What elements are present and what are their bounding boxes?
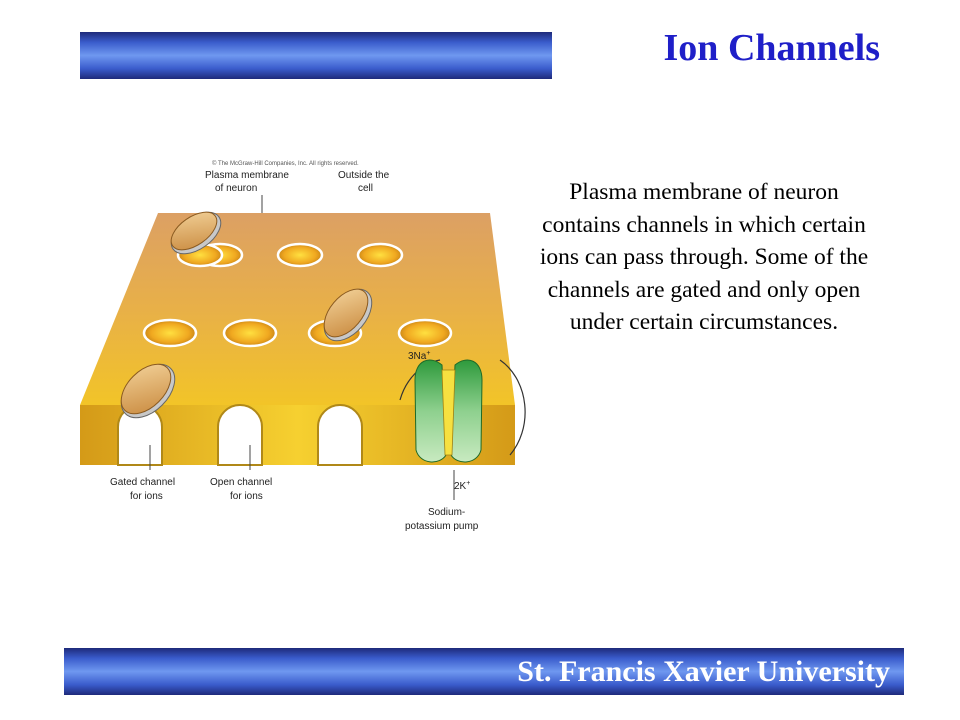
gate-lid-3 bbox=[120, 363, 176, 419]
footer-bar: St. Francis Xavier University bbox=[64, 648, 904, 695]
channel-pore bbox=[142, 318, 198, 348]
gate-lid-2 bbox=[323, 288, 373, 342]
label-open-channel-2: for ions bbox=[230, 491, 263, 502]
label-potassium-ions: 2K+ bbox=[454, 480, 470, 492]
footer-university: St. Francis Xavier University bbox=[517, 655, 890, 688]
label-outside-cell-1: Outside the bbox=[338, 170, 390, 181]
channel-pore bbox=[222, 318, 278, 348]
channel-opening-3 bbox=[317, 404, 363, 466]
label-plasma-membrane-1: Plasma membrane bbox=[205, 170, 289, 181]
header-bar bbox=[80, 32, 552, 79]
slide-title: Ion Channels bbox=[663, 27, 880, 69]
label-sodium-ions: 3Na+ bbox=[408, 350, 430, 362]
slide-body-text: Plasma membrane of neuron contains chann… bbox=[539, 179, 869, 335]
label-pump-1: Sodium- bbox=[428, 507, 465, 518]
label-open-channel-1: Open channel bbox=[210, 477, 272, 488]
label-gated-channel-2: for ions bbox=[130, 491, 163, 502]
copyright-text: © The McGraw-Hill Companies, Inc. All ri… bbox=[212, 160, 359, 167]
label-gated-channel-1: Gated channel bbox=[110, 477, 175, 488]
sodium-potassium-pump bbox=[399, 359, 526, 463]
label-pump-2: potassium pump bbox=[405, 521, 479, 532]
ion-channel-figure: © The McGraw-Hill Companies, Inc. All ri… bbox=[70, 155, 530, 545]
channel-pore bbox=[397, 318, 453, 348]
membrane-diagram: © The McGraw-Hill Companies, Inc. All ri… bbox=[80, 160, 526, 532]
label-plasma-membrane-2: of neuron bbox=[215, 183, 257, 194]
channel-pore bbox=[276, 242, 324, 268]
channel-opening-2 bbox=[217, 404, 263, 466]
label-outside-cell-2: cell bbox=[358, 183, 373, 194]
gate-lid-1 bbox=[170, 211, 222, 255]
channel-pore bbox=[356, 242, 404, 268]
